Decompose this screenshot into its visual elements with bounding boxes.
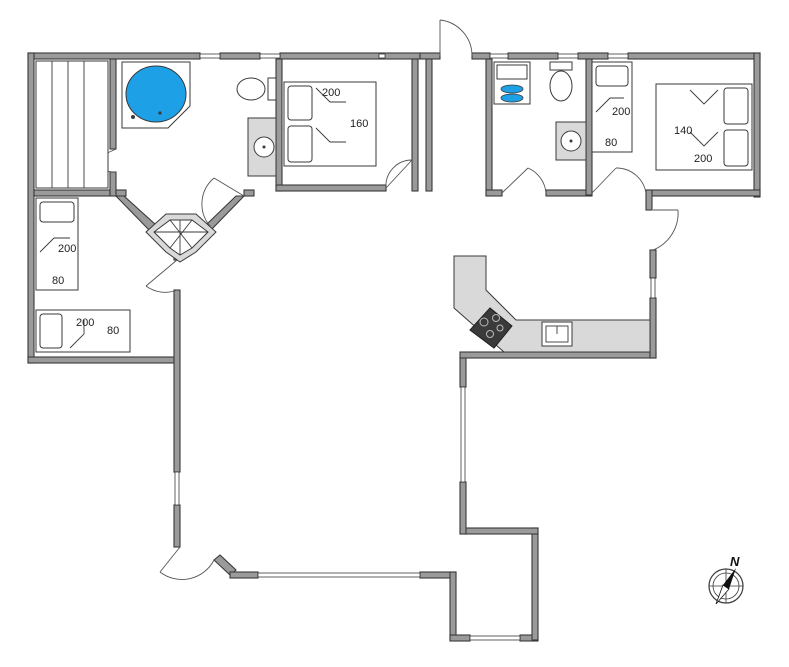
sink-icon [555, 121, 587, 161]
toilet-icon [236, 77, 277, 101]
compass-icon: N [708, 554, 744, 605]
bed-icon: 200 80 [35, 309, 131, 353]
bed-width-label: 80 [107, 325, 119, 337]
bed-width-label: 80 [52, 275, 64, 287]
bed-width-label: 160 [350, 118, 368, 130]
bed-icon: 200 80 [591, 61, 633, 153]
bed-length-label: 200 [612, 106, 630, 118]
kitchen-counter [453, 255, 651, 353]
doors [91, 19, 679, 580]
toilet-icon [549, 61, 573, 102]
walls [27, 52, 761, 642]
bed-length-label: 200 [322, 87, 340, 99]
washer-dryer-icon [493, 61, 531, 105]
bed-icon: 200 160 [283, 81, 377, 167]
bed-length-label: 200 [694, 153, 712, 165]
bed-length-label: 200 [58, 243, 76, 255]
sauna-benches [35, 60, 109, 189]
windows [174, 53, 656, 641]
kitchen-sink-icon [541, 321, 573, 347]
corner-shower [145, 213, 217, 263]
bed-width-label: 140 [674, 125, 692, 137]
sink-icon [247, 117, 277, 177]
bathtub-icon [121, 61, 191, 129]
compass-north-label: N [730, 554, 740, 569]
bed-icon: 200 80 [35, 197, 79, 291]
bed-width-label: 80 [605, 137, 617, 149]
stove-icon [469, 307, 513, 349]
bed-icon: 140 200 [655, 83, 753, 171]
bed-length-label: 200 [76, 317, 94, 329]
